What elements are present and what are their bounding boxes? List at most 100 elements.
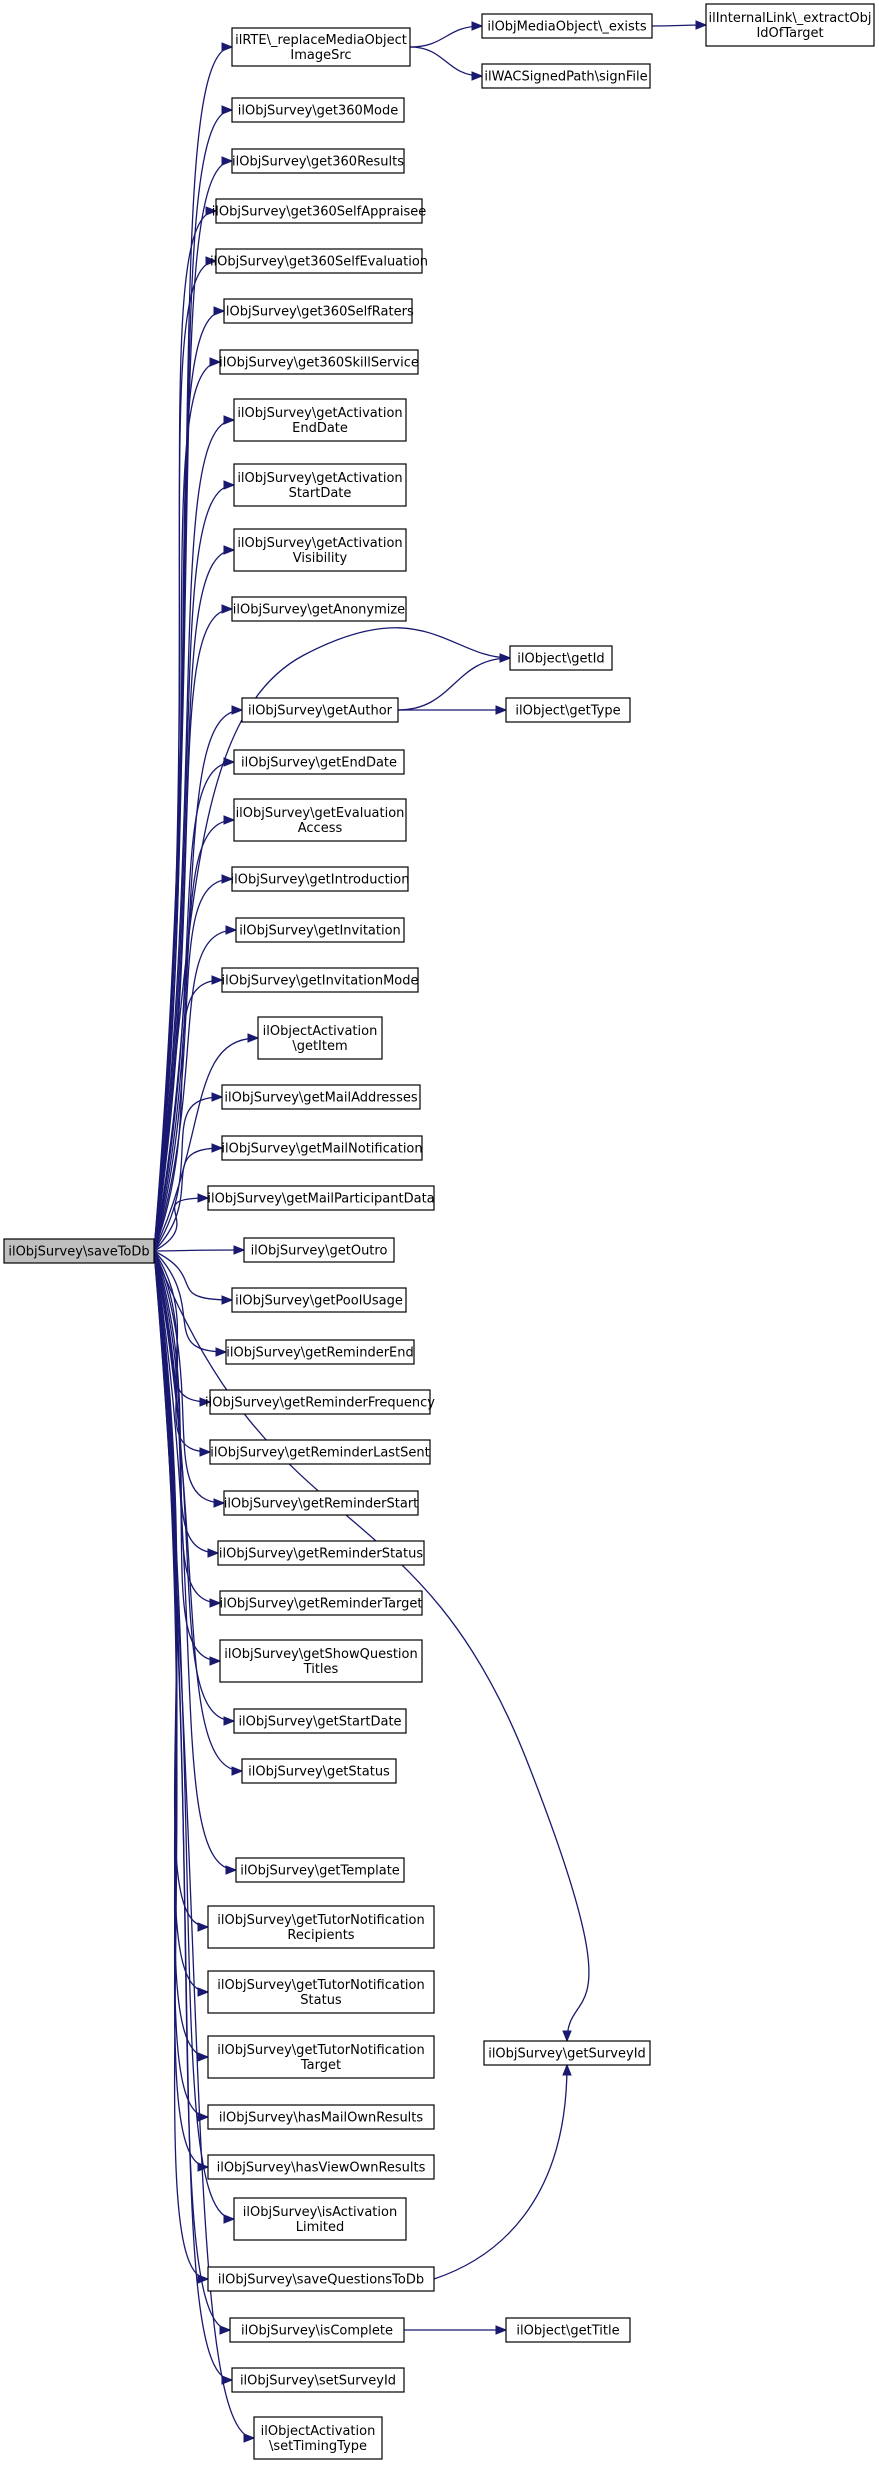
node-setsurveyid[interactable]: ilObjSurvey\setSurveyId	[231, 2367, 405, 2393]
node-label: ilObjSurvey\saveToDb	[8, 1245, 149, 1260]
node-box	[505, 697, 631, 723]
node-label: ilObjSurvey\getTutorNotification	[217, 1913, 424, 1928]
edge-root-to-get360selfappraisee	[153, 206, 218, 1252]
edge-root-to-getanonymize	[153, 604, 234, 1252]
edge-root-to-getreminderstart	[153, 1250, 226, 1508]
edge-root-to-getactivationstartdate	[153, 480, 236, 1252]
node-box	[219, 1639, 423, 1683]
node-getstatus[interactable]: ilObjSurvey\getStatus	[241, 1758, 397, 1784]
node-get360skillservice[interactable]: ilObjSurvey\get360SkillService	[219, 349, 419, 375]
node-label: ilObjectActivation	[261, 2424, 376, 2439]
edge-arrowhead	[223, 757, 236, 767]
node-getmailaddresses[interactable]: ilObjSurvey\getMailAddresses	[221, 1084, 421, 1110]
node-getmailparticipantdata[interactable]: ilObjSurvey\getMailParticipantData	[207, 1185, 435, 1211]
edge-line	[153, 878, 233, 1252]
node-label: ilObjSurvey\getTutorNotification	[217, 1978, 424, 1993]
node-getstartdate[interactable]: ilObjSurvey\getStartDate	[233, 1708, 407, 1734]
edge-arrowhead	[225, 925, 238, 935]
node-get360mode[interactable]: ilObjSurvey\get360Mode	[231, 97, 405, 123]
node-get360selfappraisee[interactable]: ilObjSurvey\get360SelfAppraisee	[212, 198, 427, 224]
edge-line	[153, 1250, 221, 1662]
edge-line	[153, 361, 221, 1252]
node-getsurveyid[interactable]: ilObjSurvey\getSurveyId	[483, 2040, 651, 2066]
node-getreminderend[interactable]: ilObjSurvey\getReminderEnd	[225, 1339, 415, 1365]
edge-line	[153, 1250, 235, 1722]
node-label: ilObjSurvey\getInvitation	[239, 924, 401, 939]
node-box	[219, 1590, 423, 1616]
node-getreminderfrequency[interactable]: ilObjSurvey\getReminderFrequency	[205, 1389, 435, 1415]
node-label: ilObjectActivation	[263, 1024, 378, 1039]
node-box	[235, 917, 405, 943]
node-getitem[interactable]: ilObjectActivation\getItem	[257, 1016, 383, 1060]
node-gettitle[interactable]: ilObject\getTitle	[505, 2317, 631, 2343]
node-wac[interactable]: ilWACSignedPath\signFile	[481, 63, 651, 89]
node-getpoolusage[interactable]: ilObjSurvey\getPoolUsage	[231, 1287, 407, 1313]
node-gettutornotificationrecipients[interactable]: ilObjSurvey\getTutorNotificationRecipien…	[207, 1905, 435, 1949]
node-settimingtype[interactable]: ilObjectActivation\setTimingType	[253, 2416, 383, 2460]
edge-arrowhead	[197, 1193, 210, 1203]
node-getreminderlastsent[interactable]: ilObjSurvey\getReminderLastSent	[209, 1439, 431, 1465]
node-getintroduction[interactable]: ilObjSurvey\getIntroduction	[231, 866, 410, 892]
node-root[interactable]: ilObjSurvey\saveToDb	[3, 1238, 155, 1264]
node-label: ilObjSurvey\getEndDate	[241, 756, 397, 771]
node-getauthor[interactable]: ilObjSurvey\getAuthor	[241, 697, 399, 723]
edge-line	[153, 1250, 590, 2042]
node-getmailnotification[interactable]: ilObjSurvey\getMailNotification	[221, 1135, 423, 1161]
edge-arrowhead	[562, 2063, 572, 2076]
edge-line	[153, 210, 217, 1252]
node-iscomplete[interactable]: ilObjSurvey\isComplete	[229, 2317, 405, 2343]
node-box	[233, 2197, 407, 2241]
edge-line	[153, 484, 235, 1252]
node-get360selfevaluation[interactable]: ilObjSurvey\get360SelfEvaluation	[210, 248, 428, 274]
node-gettype[interactable]: ilObject\getType	[505, 697, 631, 723]
edge-arrowhead	[205, 256, 218, 266]
node-label: ilObject\getTitle	[516, 2324, 619, 2339]
node-get360selfraters[interactable]: ilObjSurvey\get360SelfRaters	[222, 298, 414, 324]
node-mediaexists[interactable]: ilObjMediaObject\_exists	[481, 13, 653, 39]
edge-arrowhead	[209, 1598, 222, 1608]
node-label: ilObjMediaObject\_exists	[487, 20, 647, 35]
node-getoutro[interactable]: ilObjSurvey\getOutro	[243, 1237, 395, 1263]
node-hasviewownresults[interactable]: ilObjSurvey\hasViewOwnResults	[207, 2154, 435, 2180]
node-getenddate[interactable]: ilObjSurvey\getEndDate	[233, 749, 405, 775]
node-getreminderstart[interactable]: ilObjSurvey\getReminderStart	[223, 1490, 419, 1516]
node-hasmailownresults[interactable]: ilObjSurvey\hasMailOwnResults	[207, 2104, 435, 2130]
node-gettemplate[interactable]: ilObjSurvey\getTemplate	[235, 1857, 405, 1883]
node-label: ilObjSurvey\getStatus	[248, 1765, 390, 1780]
edge-root-to-getauthor	[153, 705, 244, 1252]
node-box	[207, 2104, 435, 2130]
node-savequestionstodb[interactable]: ilObjSurvey\saveQuestionsToDb	[207, 2266, 435, 2292]
edge-arrowhead	[221, 156, 234, 166]
edge-line	[153, 929, 237, 1252]
edge-arrowhead	[213, 306, 226, 316]
node-label: ilObjSurvey\getShowQuestion	[224, 1647, 418, 1662]
node-getid[interactable]: ilObject\getId	[509, 645, 613, 671]
node-getinvitation[interactable]: ilObjSurvey\getInvitation	[235, 917, 405, 943]
edge-arrowhead	[223, 415, 236, 425]
edge-arrowhead	[221, 105, 234, 115]
node-label: ilObject\getType	[515, 704, 620, 719]
edge-root-to-isactivationlimited	[153, 1250, 236, 2224]
call-edges	[153, 20, 708, 2443]
node-getanonymize[interactable]: ilObjSurvey\getAnonymize	[231, 596, 407, 622]
node-get360results[interactable]: ilObjSurvey\get360Results	[231, 148, 405, 174]
node-getreminderstatus[interactable]: ilObjSurvey\getReminderStatus	[217, 1540, 425, 1566]
node-box	[705, 3, 875, 47]
node-box	[207, 1970, 435, 2014]
edge-arrowhead	[471, 21, 484, 31]
edge-line	[153, 1250, 237, 1871]
node-box	[233, 528, 407, 572]
node-label: ilObjSurvey\isComplete	[241, 2324, 393, 2339]
node-getremindertarget[interactable]: ilObjSurvey\getReminderTarget	[219, 1590, 423, 1616]
node-getinvitationmode[interactable]: ilObjSurvey\getInvitationMode	[221, 967, 419, 993]
